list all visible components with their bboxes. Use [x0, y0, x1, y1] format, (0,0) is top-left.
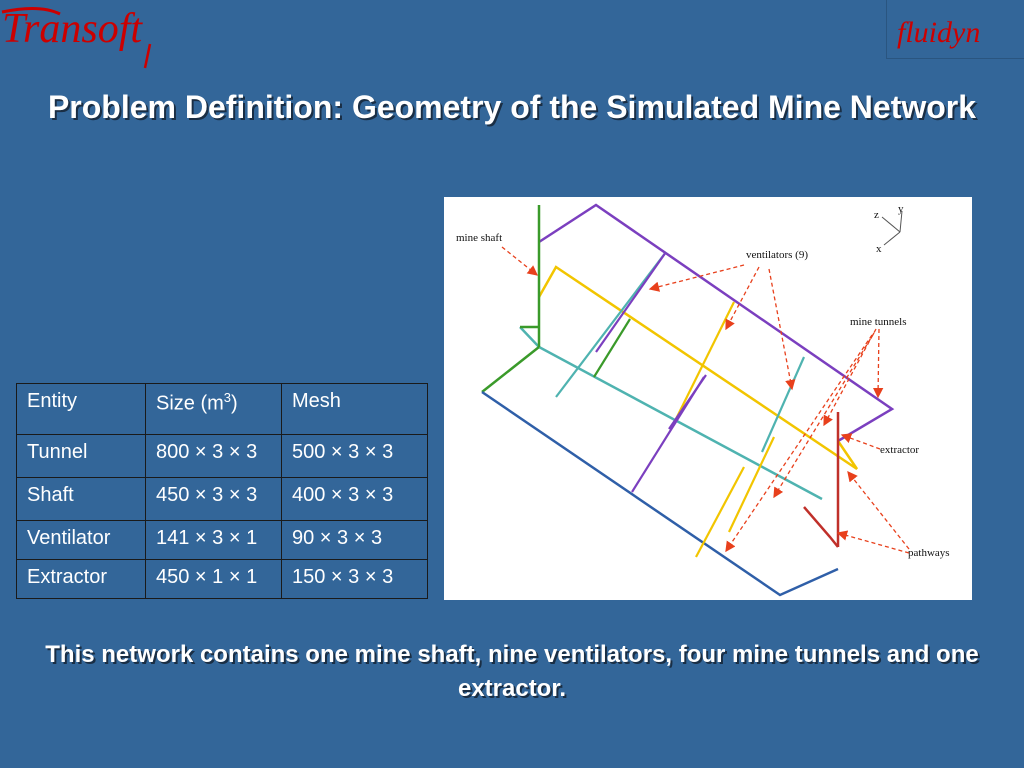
label-mine-tunnels: mine tunnels — [850, 316, 907, 328]
caption-text: This network contains one mine shaft, ni… — [45, 641, 979, 702]
cell-entity: Ventilator — [16, 520, 146, 560]
cell-size: 800 × 3 × 3 — [145, 434, 282, 478]
dimensions-table: Entity Size (m3) Mesh Tunnel 800 × 3 × 3… — [16, 383, 428, 599]
table-row: Tunnel 800 × 3 × 3 500 × 3 × 3 — [16, 434, 428, 478]
label-mine-shaft: mine shaft — [456, 232, 502, 244]
cell-size: 450 × 1 × 1 — [145, 559, 282, 599]
tunnel-yellow — [537, 265, 859, 471]
table-row: Extractor 450 × 1 × 1 150 × 3 × 3 — [16, 559, 428, 599]
page-title: Problem Definition: Geometry of the Simu… — [47, 89, 977, 125]
header-size-superscript: 3 — [223, 390, 232, 405]
mine-network-figure: z y x mine shaft ventilators (9) mine tu… — [444, 197, 972, 600]
label-ventilators: ventilators (9) — [746, 249, 808, 261]
header-size: Size (m3) — [145, 383, 282, 435]
cell-mesh: 150 × 3 × 3 — [281, 559, 428, 599]
table-row: Ventilator 141 × 3 × 1 90 × 3 × 3 — [16, 520, 428, 560]
transoft-logo: Transoft — [0, 0, 190, 70]
caption-period: . — [559, 675, 567, 702]
mine-shaft — [520, 205, 541, 347]
axis-label-y: y — [898, 203, 904, 215]
table-row: Shaft 450 × 3 × 3 400 × 3 × 3 — [16, 477, 428, 521]
annotation-arrows — [501, 246, 910, 554]
axis-label-z: z — [874, 209, 879, 221]
cell-entity: Tunnel — [16, 434, 146, 478]
transoft-logo-text: Transoft — [2, 6, 143, 52]
tunnel-blue — [481, 346, 540, 393]
header-entity: Entity — [16, 383, 146, 435]
cell-mesh: 90 × 3 × 3 — [281, 520, 428, 560]
label-pathways: pathways — [908, 547, 950, 559]
tunnel-bottom — [481, 390, 839, 597]
tunnel-top — [538, 203, 895, 443]
tunnel-cyan — [519, 326, 823, 501]
header-mesh: Mesh — [281, 383, 428, 435]
fluidyn-logo: fluidyn — [886, 0, 1024, 59]
cell-mesh: 400 × 3 × 3 — [281, 477, 428, 521]
fluidyn-logo-text: fluidyn — [897, 16, 980, 49]
table-header-row: Entity Size (m3) Mesh — [16, 383, 428, 435]
cell-size: 141 × 3 × 1 — [145, 520, 282, 560]
cell-mesh: 500 × 3 × 3 — [281, 434, 428, 478]
cell-entity: Extractor — [16, 559, 146, 599]
label-extractor: extractor — [880, 444, 919, 456]
cell-entity: Shaft — [16, 477, 146, 521]
ventilators — [555, 251, 806, 558]
caption: This network contains one mine shaft, ni… — [20, 638, 1004, 706]
axis-label-x: x — [876, 243, 882, 255]
axis-triad — [881, 210, 903, 246]
cell-size: 450 × 3 × 3 — [145, 477, 282, 521]
extractor — [803, 412, 840, 548]
